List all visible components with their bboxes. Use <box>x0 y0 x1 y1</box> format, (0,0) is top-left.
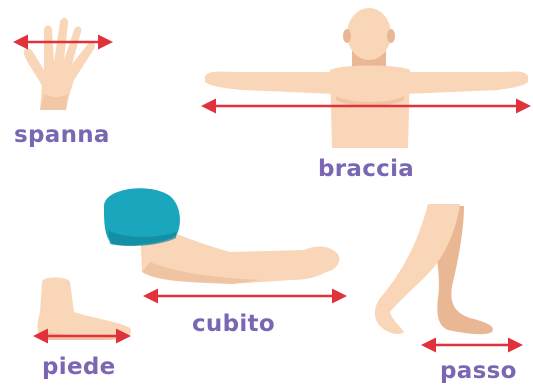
label-passo: passo <box>440 360 517 383</box>
label-braccia: braccia <box>318 158 414 181</box>
forearm-illustration <box>104 188 339 284</box>
label-piede: piede <box>42 356 116 379</box>
torso-illustration <box>205 8 528 148</box>
legs-illustration <box>375 204 493 334</box>
label-cubito: cubito <box>192 313 275 336</box>
foot-illustration <box>38 278 131 341</box>
label-spanna: spanna <box>14 124 110 147</box>
hand-illustration <box>24 18 95 110</box>
